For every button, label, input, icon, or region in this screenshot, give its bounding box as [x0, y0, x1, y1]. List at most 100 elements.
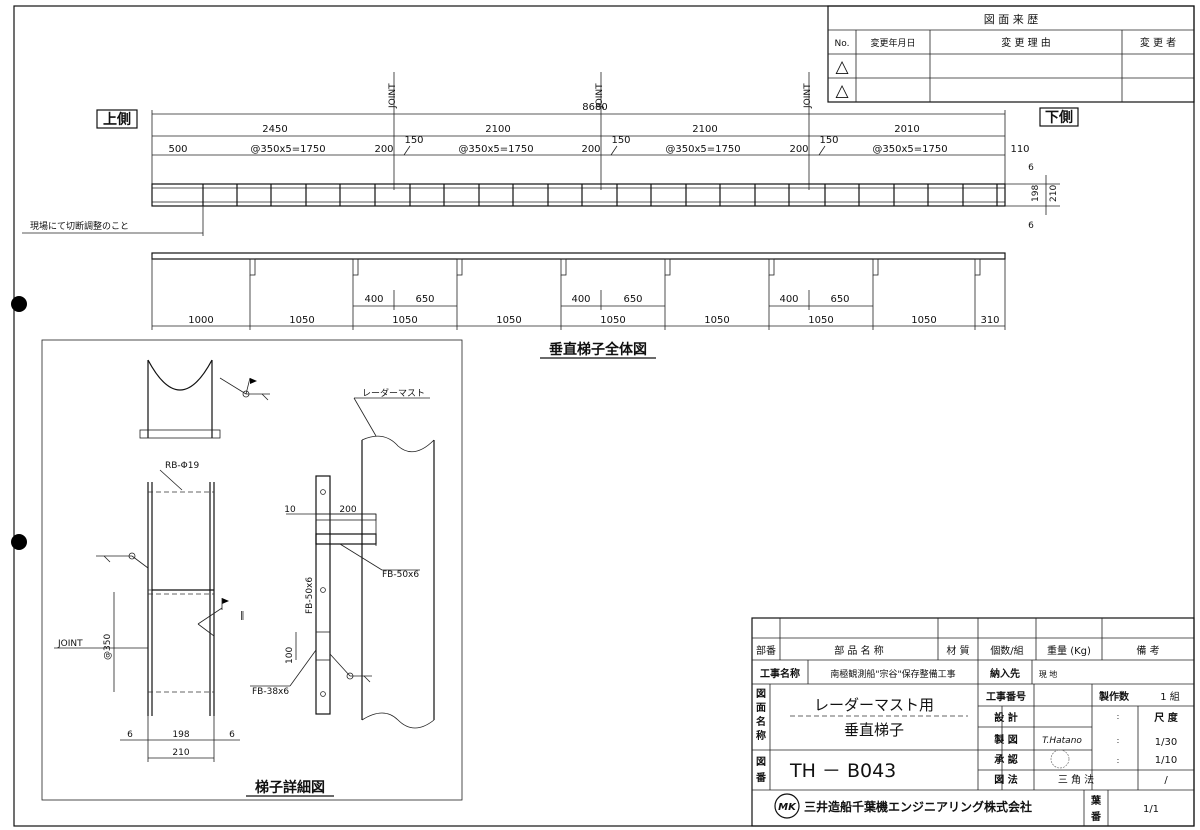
col-part-no: 部番	[756, 644, 776, 657]
dim-110: 110	[1010, 144, 1029, 155]
company-logo: MK	[774, 793, 800, 819]
upper-side-label: 上側	[103, 111, 131, 128]
detail-view-title: 梯子詳細図	[255, 779, 325, 796]
col-part-name: 部 品 名 称	[834, 644, 884, 657]
dim-210: 210	[1049, 185, 1059, 202]
segment-dim-4: 2010	[894, 124, 919, 135]
revision-table: 図 面 来 歴 No. 変更年月日 変 更 理 由 変 更 者 △ △	[827, 5, 1195, 103]
project-name: 南極観測船"宗谷"保存整備工事	[830, 668, 955, 680]
segment-dim-3: 2100	[692, 124, 717, 135]
sub-dim-400-2: 400	[571, 294, 590, 305]
detail-dim-10: 10	[284, 505, 296, 515]
overall-view-title: 垂直梯子全体図	[549, 341, 647, 358]
fb-38x6-label: FB-38x6	[252, 687, 289, 697]
bottom-dim-7: 1050	[808, 315, 833, 326]
drawing-no-label-2: 番	[755, 771, 767, 784]
method-value: 三 角 法	[1058, 773, 1094, 786]
revision-mark-1: △	[835, 57, 849, 77]
joint-label-3: JOINT	[803, 83, 813, 109]
sheet-label-2: 番	[1090, 810, 1102, 823]
dim-6-top: 6	[1028, 163, 1034, 173]
pitch-3: @350x5=1750	[665, 144, 740, 155]
revision-col-reason: 変 更 理 由	[1001, 36, 1051, 49]
total-length: 8680	[582, 102, 607, 113]
revision-col-by: 変 更 者	[1140, 36, 1176, 49]
detail-pitch-label: @350	[103, 634, 113, 660]
detail-dim-6-right: 6	[229, 730, 235, 740]
detail-view: RB-Φ19 ‖ JOINT @350 6 198 6 210 梯子詳細図	[41, 339, 463, 801]
revision-col-date: 変更年月日	[870, 37, 915, 49]
bottom-dim-6: 1050	[704, 315, 729, 326]
col-weight: 重量 (Kg)	[1047, 644, 1091, 657]
scale-label: 尺 度	[1154, 711, 1178, 724]
punch-hole-bottom	[11, 534, 27, 550]
side-elevation-brackets	[249, 258, 981, 276]
company-name: 三井造船千葉機エンジニアリング株式会社	[804, 799, 1032, 814]
prod-qty-value: 1 組	[1160, 690, 1180, 703]
pitch-1: @350x5=1750	[250, 144, 325, 155]
scale-3: /	[1164, 775, 1168, 786]
revision-title: 図 面 来 歴	[984, 13, 1039, 26]
detail-dim-200: 200	[339, 505, 356, 515]
detail-dim-6-left: 6	[127, 730, 133, 740]
revision-mark-2: △	[835, 81, 849, 101]
col-material: 材 質	[946, 644, 969, 657]
overall-view: 上側 下側 JOINT JOINT JOINT 8680 2450 2100 2…	[22, 72, 1079, 359]
drawing-name-label-2: 面	[756, 702, 766, 714]
detail-dim-100: 100	[285, 647, 295, 664]
ladder-rungs	[202, 184, 998, 206]
bottom-dim-4: 1050	[496, 315, 521, 326]
detail-joint-label: JOINT	[57, 639, 83, 649]
detail-rb-label: RB-Φ19	[165, 461, 199, 471]
svg-text::: :	[1117, 756, 1120, 765]
drawing-no-label-1: 図	[756, 756, 766, 768]
joint-label-2: JOINT	[595, 83, 605, 109]
scale-1: 1/30	[1155, 737, 1177, 748]
svg-text::: :	[1117, 736, 1120, 745]
dim-198: 198	[1031, 185, 1041, 202]
bottom-dim-3: 1050	[392, 315, 417, 326]
segment-dim-2: 2100	[485, 124, 510, 135]
punch-hole-top	[11, 296, 27, 312]
svg-text:‖: ‖	[240, 611, 245, 621]
approval-stamp	[1050, 749, 1070, 769]
drawing-name-label-4: 称	[756, 729, 766, 742]
drawing-name-line2: 垂直梯子	[844, 721, 904, 739]
dim-200-3: 200	[789, 144, 808, 155]
drawn-label: 製 図	[993, 733, 1017, 746]
bottom-dim-2: 1050	[289, 315, 314, 326]
dim-200-1: 200	[374, 144, 393, 155]
sheet-border	[13, 5, 1195, 827]
sheet-number: 1/1	[1143, 804, 1159, 815]
fb-50x6-label: FB-50x6	[382, 570, 419, 580]
drawing-number: TH － B043	[789, 760, 896, 782]
approved-label: 承 認	[994, 753, 1017, 766]
segment-dim-1: 2450	[262, 124, 287, 135]
sub-dim-650-1: 650	[415, 294, 434, 305]
drawn-signature: T.Hatano	[1042, 736, 1082, 746]
delivery-label: 納入先	[990, 667, 1020, 680]
drawing-name-label-1: 図	[756, 688, 766, 700]
svg-text:MK: MK	[778, 802, 797, 813]
dim-150-3: 150	[819, 135, 838, 146]
bottom-dim-8: 1050	[911, 315, 936, 326]
drawing-name-line1: レーダーマスト用	[814, 696, 934, 714]
method-label: 図 法	[994, 773, 1017, 786]
sub-dim-400-1: 400	[364, 294, 383, 305]
bottom-dim-9: 310	[980, 315, 999, 326]
scale-2: 1/10	[1155, 755, 1177, 766]
design-label: 設 計	[994, 711, 1017, 724]
delivery-value: 現 地	[1039, 669, 1058, 679]
fb-50x6-vertical-label: FB-50x6	[305, 577, 315, 614]
detail-dim-198: 198	[172, 730, 189, 740]
prod-qty-label: 製作数	[1098, 690, 1130, 703]
sub-dim-650-2: 650	[623, 294, 642, 305]
job-no-label: 工事番号	[986, 690, 1026, 703]
radar-mast-label: レーダーマスト	[362, 387, 425, 399]
dim-150-2: 150	[611, 135, 630, 146]
svg-text::: :	[1117, 712, 1120, 721]
col-remarks: 備 考	[1136, 644, 1159, 657]
col-qty: 個数/組	[990, 644, 1023, 657]
project-label: 工事名称	[760, 667, 800, 680]
